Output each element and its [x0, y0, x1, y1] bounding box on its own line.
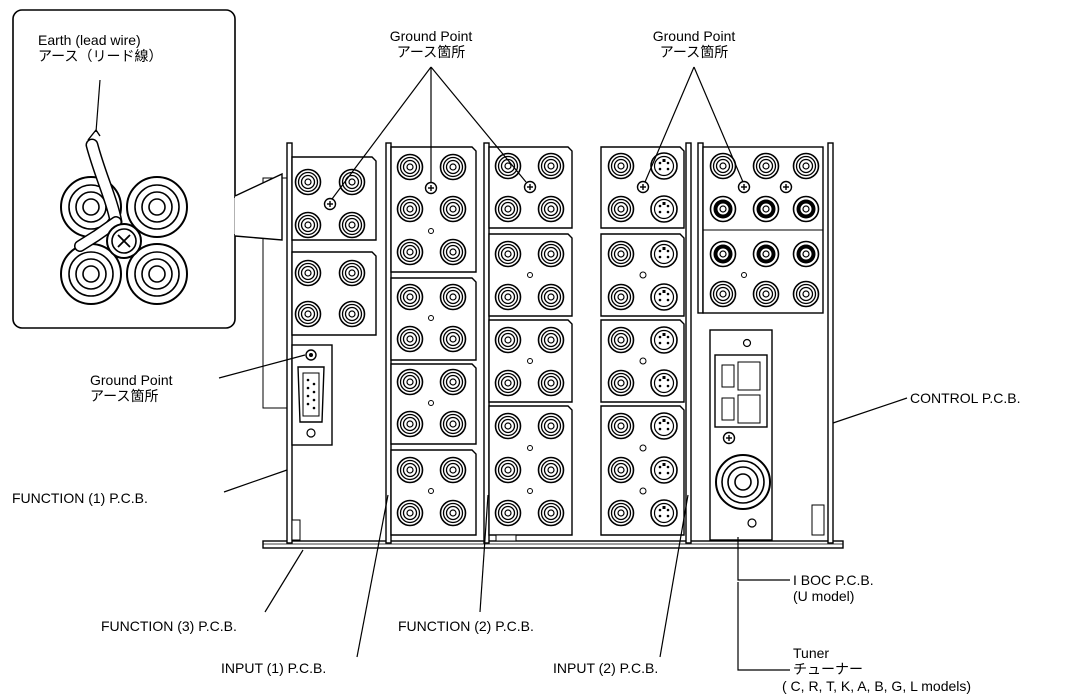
callout-jack-bottom-right	[126, 243, 188, 305]
control-pcb-label: CONTROL P.C.B.	[910, 390, 1021, 406]
iboc-pcb-label-model: (U model)	[793, 588, 855, 604]
callout-screw	[106, 223, 142, 259]
earth-lead-wire-label-en: Earth (lead wire)	[38, 32, 141, 48]
ground-point-label-3: Ground Point アース箇所	[90, 372, 173, 404]
tuner-label-jp: チューナー	[793, 661, 863, 677]
base-plate	[262, 540, 844, 549]
ground-point-label-3-en: Ground Point	[90, 372, 173, 388]
ground-point-label-2-jp: アース箇所	[659, 44, 729, 60]
ground-point-label-1-en: Ground Point	[389, 28, 473, 44]
callout-jack-top-right	[126, 176, 188, 238]
iboc-pcb-label: I BOC P.C.B. (U model)	[793, 572, 874, 604]
iboc-pcb-label-name: I BOC P.C.B.	[793, 572, 874, 588]
earth-lead-wire	[74, 128, 123, 252]
input2-panel	[600, 142, 692, 544]
function1-panel	[262, 142, 377, 544]
ground-point-label-2-en: Ground Point	[652, 28, 736, 44]
callout-box	[12, 9, 283, 329]
tuner-jp-label: チューナー	[793, 661, 863, 677]
input2-pcb-label: INPUT (2) P.C.B.	[553, 660, 659, 676]
ground-point-label-2: Ground Point アース箇所	[639, 28, 749, 60]
tuner-label: Tuner	[793, 645, 829, 661]
leader-lines	[218, 66, 908, 671]
ground-point-label-3-jp: アース箇所	[90, 388, 159, 404]
function1-pcb-label: FUNCTION (1) P.C.B.	[12, 490, 148, 506]
earth-lead-wire-label-jp: アース（リード線）	[38, 48, 163, 64]
input1-pcb-label: INPUT (1) P.C.B.	[221, 660, 327, 676]
callout-jack-bottom-left	[60, 243, 122, 305]
control-panel	[697, 142, 834, 544]
function2-panel	[483, 142, 573, 544]
input1-panel	[385, 142, 477, 544]
function3-pcb-label: FUNCTION (3) P.C.B.	[101, 618, 237, 634]
tuner-models-label: ( C, R, T, K, A, B, G, L models)	[782, 678, 972, 694]
tuner-label-en: Tuner	[793, 645, 830, 661]
ground-point-label-1-jp: アース箇所	[396, 44, 466, 60]
ground-point-label-1: Ground Point アース箇所	[376, 28, 486, 60]
earth-lead-wire-label: Earth (lead wire) アース（リード線）	[38, 32, 162, 64]
function2-pcb-label: FUNCTION (2) P.C.B.	[398, 618, 534, 634]
